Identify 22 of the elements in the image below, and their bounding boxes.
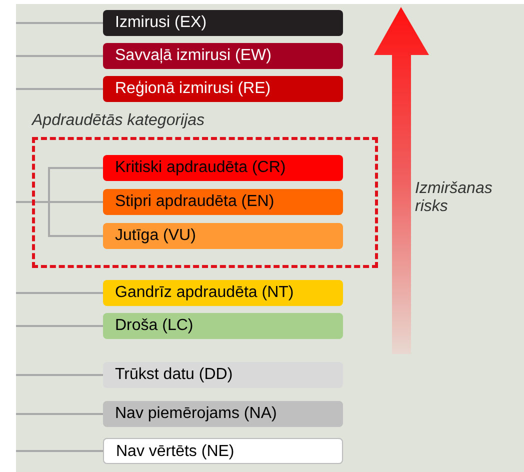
connector-line <box>16 88 103 90</box>
category-box: Trūkst datu (DD) <box>103 362 343 388</box>
category-box: Kritiski apdraudēta (CR) <box>103 155 343 181</box>
category-box: Gandrīz apdraudēta (NT) <box>103 280 343 306</box>
category-box: Jutīga (VU) <box>103 223 343 249</box>
connector-line <box>16 413 103 415</box>
connector-line <box>16 325 103 327</box>
connector-line <box>16 374 103 376</box>
group-heading: Apdraudētās kategorijas <box>32 112 205 130</box>
category-box: Izmirusi (EX) <box>103 10 343 36</box>
category-box: Stipri apdraudēta (EN) <box>103 189 343 215</box>
category-box: Savvaļā izmirusi (EW) <box>103 43 343 69</box>
connector-line <box>16 22 103 24</box>
connector-line <box>16 292 103 294</box>
category-box: Reģionā izmirusi (RE) <box>103 76 343 102</box>
connector-line <box>16 450 103 452</box>
axis-caption: Izmiršanas risks <box>415 180 494 216</box>
category-box: Nav piemērojams (NA) <box>103 401 343 427</box>
connector-line <box>16 55 103 57</box>
connector-line <box>16 201 103 237</box>
category-box: Droša (LC) <box>103 313 343 339</box>
category-box: Nav vērtēts (NE) <box>103 438 343 464</box>
